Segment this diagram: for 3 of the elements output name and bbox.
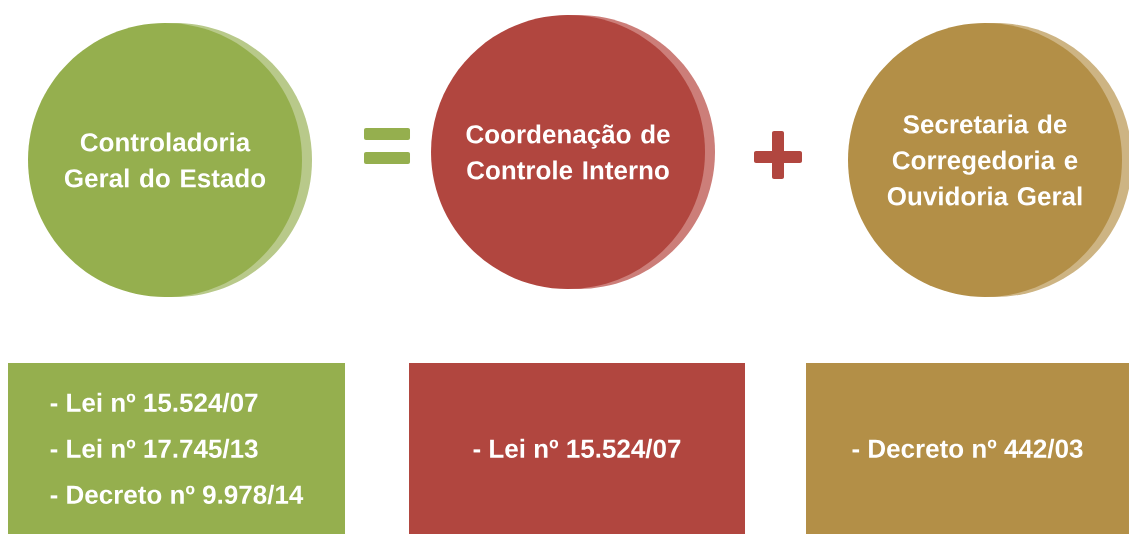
- text-box: - Decreto nº 442/03: [806, 363, 1129, 534]
- text-box: - Lei nº 15.524/07 - Lei nº 17.745/13 - Decreto nº 9.978/14: [8, 363, 345, 534]
- text-box: - Lei nº 15.524/07: [409, 363, 745, 534]
